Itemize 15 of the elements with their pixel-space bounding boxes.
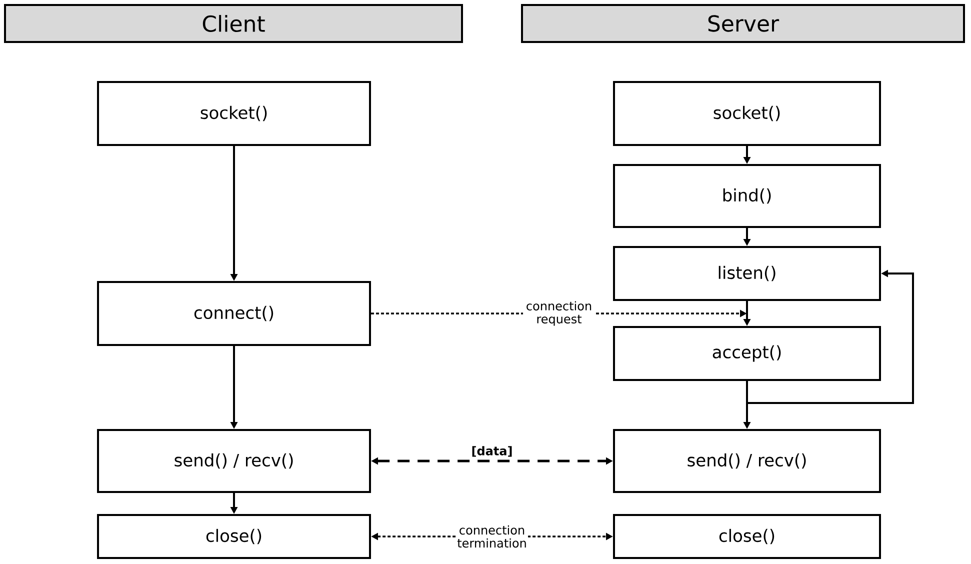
function-box: send() / recv() [97, 429, 371, 493]
function-box: listen() [613, 246, 881, 301]
function-box: accept() [613, 326, 881, 381]
column-header: Client [4, 4, 463, 43]
edge-label: [data] [472, 446, 512, 457]
function-box: send() / recv() [613, 429, 881, 493]
function-box: connect() [97, 281, 371, 346]
function-box: socket() [613, 81, 881, 146]
column-header: Server [521, 4, 965, 43]
edge-label: connection termination [456, 524, 528, 549]
function-box: bind() [613, 164, 881, 228]
function-box: socket() [97, 81, 371, 146]
edge-label: connection request [523, 300, 595, 327]
function-box: close() [613, 514, 881, 559]
function-box: close() [97, 514, 371, 559]
